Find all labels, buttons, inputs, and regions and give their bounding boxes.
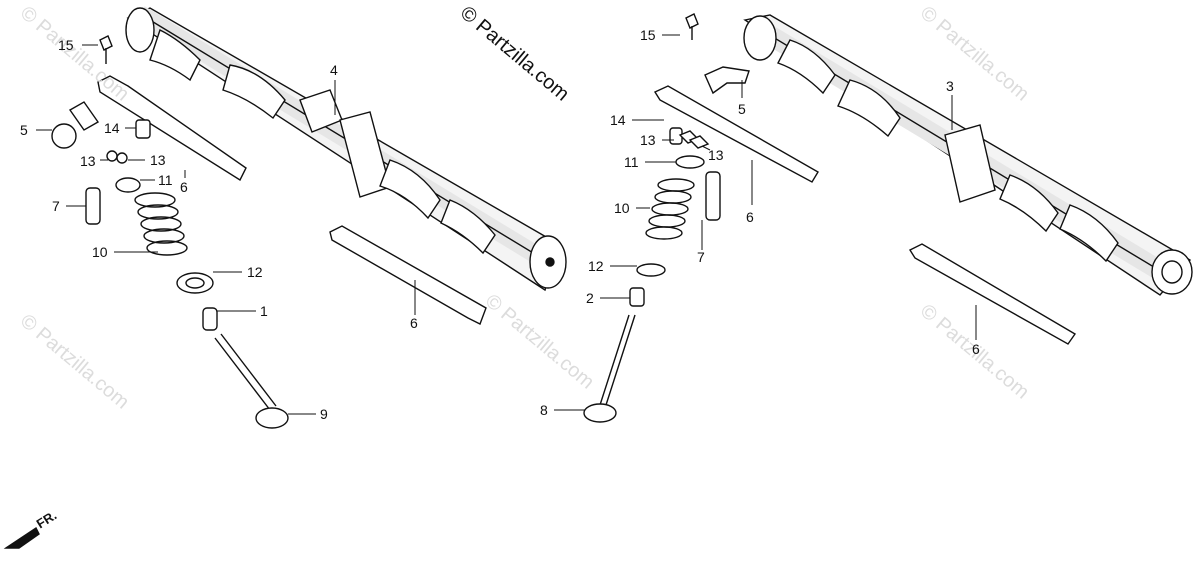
- callout-5: 5: [20, 122, 28, 138]
- callout-6: 6: [972, 341, 980, 357]
- callout-10: 10: [92, 244, 108, 260]
- callout-7: 7: [697, 249, 705, 265]
- valve-spring-right: [645, 178, 695, 240]
- valve-train-right: [583, 13, 750, 423]
- callout-5: 5: [738, 101, 746, 117]
- callout-11: 11: [158, 172, 173, 188]
- valve-train-left: [51, 35, 289, 429]
- callout-13: 13: [708, 147, 724, 163]
- callout-12: 12: [588, 258, 604, 274]
- callout-13: 13: [640, 132, 656, 148]
- callout-2: 2: [586, 290, 594, 306]
- front-arrow: [3, 526, 40, 549]
- callout-6: 6: [746, 209, 754, 225]
- callout-15: 15: [640, 27, 656, 43]
- callout-10: 10: [614, 200, 630, 216]
- leader-lines: [36, 34, 977, 415]
- callout-3: 3: [946, 78, 954, 94]
- callout-6: 6: [410, 315, 418, 331]
- callout-7: 7: [52, 198, 60, 214]
- callout-9: 9: [320, 406, 328, 422]
- callout-14: 14: [610, 112, 626, 128]
- callout-13: 13: [150, 152, 166, 168]
- callout-13: 13: [80, 153, 96, 169]
- camshaft-left: [125, 6, 567, 292]
- callout-11: 11: [624, 154, 639, 170]
- callout-6: 6: [180, 179, 188, 195]
- oil-plates: [97, 75, 1077, 345]
- callout-1: 1: [260, 303, 268, 319]
- camshaft-right: [743, 14, 1193, 296]
- valve-spring-left: [134, 192, 188, 256]
- callout-14: 14: [104, 120, 120, 136]
- callout-12: 12: [247, 264, 263, 280]
- callout-4: 4: [330, 62, 338, 78]
- callout-8: 8: [540, 402, 548, 418]
- callout-15: 15: [58, 37, 74, 53]
